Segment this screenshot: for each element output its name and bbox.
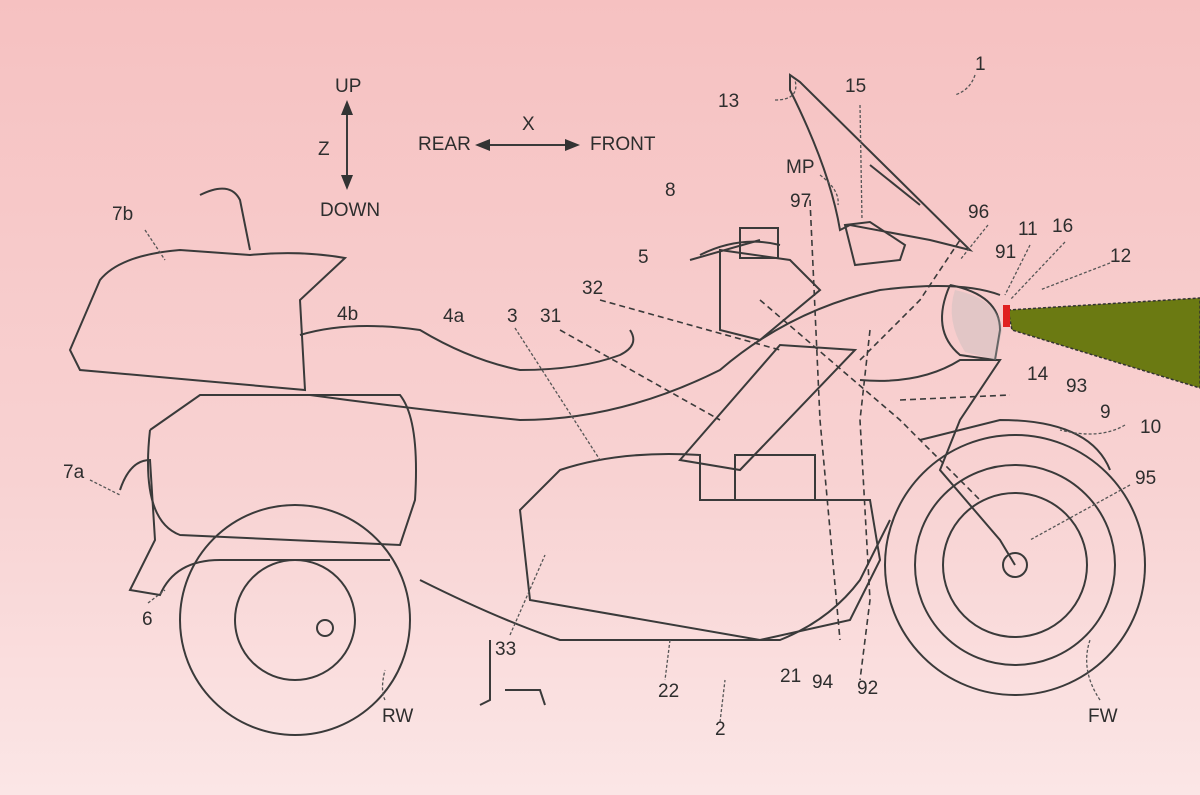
ref-13: 13 — [718, 91, 739, 112]
shaded-cowl — [951, 290, 1002, 360]
ref-31: 31 — [540, 306, 561, 327]
axis-indicator — [341, 100, 580, 190]
axis-z-label: Z — [318, 139, 330, 160]
ref-4a: 4a — [443, 306, 465, 327]
ref-9: 9 — [1100, 402, 1111, 423]
ref-mp: MP — [786, 157, 815, 178]
ref-93: 93 — [1066, 376, 1087, 397]
ref-94: 94 — [812, 672, 834, 693]
ref-15: 15 — [845, 76, 866, 97]
ref-2: 2 — [715, 719, 726, 740]
ref-3: 3 — [507, 306, 518, 327]
hidden-lines — [559, 199, 1011, 681]
axis-up-label: UP — [335, 76, 361, 97]
ref-16: 16 — [1052, 216, 1073, 237]
axis-labels: UP Z DOWN X REAR FRONT — [318, 76, 656, 221]
axis-down-label: DOWN — [320, 200, 380, 221]
ref-33: 33 — [495, 639, 516, 660]
ref-91: 91 — [995, 242, 1016, 263]
ref-14: 14 — [1027, 364, 1049, 385]
ref-4b: 4b — [337, 304, 358, 325]
ref-12: 12 — [1110, 246, 1131, 267]
ref-6: 6 — [142, 609, 153, 630]
ref-8: 8 — [665, 180, 676, 201]
reference-numerals: 1 13 15 MP 97 96 11 16 12 91 14 93 9 10 … — [63, 54, 1161, 740]
ref-22: 22 — [658, 681, 679, 702]
axis-rear-label: REAR — [418, 134, 471, 155]
headlight-beam — [1007, 297, 1200, 389]
axis-x-label: X — [522, 114, 535, 135]
motorcycle-body — [68, 73, 1111, 706]
ref-96: 96 — [968, 202, 989, 223]
ref-7b: 7b — [112, 204, 133, 225]
ref-11: 11 — [1018, 219, 1038, 240]
ref-97: 97 — [790, 191, 811, 212]
ref-92: 92 — [857, 678, 878, 699]
ref-rw: RW — [382, 706, 413, 727]
headlight-lamp — [1003, 305, 1010, 327]
ref-7a: 7a — [63, 462, 85, 483]
leader-lines — [89, 74, 1131, 723]
ref-32: 32 — [582, 278, 603, 299]
front-wheel — [884, 434, 1146, 696]
ref-10: 10 — [1140, 417, 1161, 438]
ref-1: 1 — [975, 54, 986, 75]
ref-5: 5 — [638, 247, 649, 268]
ref-21: 21 — [780, 666, 801, 687]
ref-95: 95 — [1135, 468, 1156, 489]
ref-fw: FW — [1088, 706, 1118, 727]
axis-front-label: FRONT — [590, 134, 656, 155]
